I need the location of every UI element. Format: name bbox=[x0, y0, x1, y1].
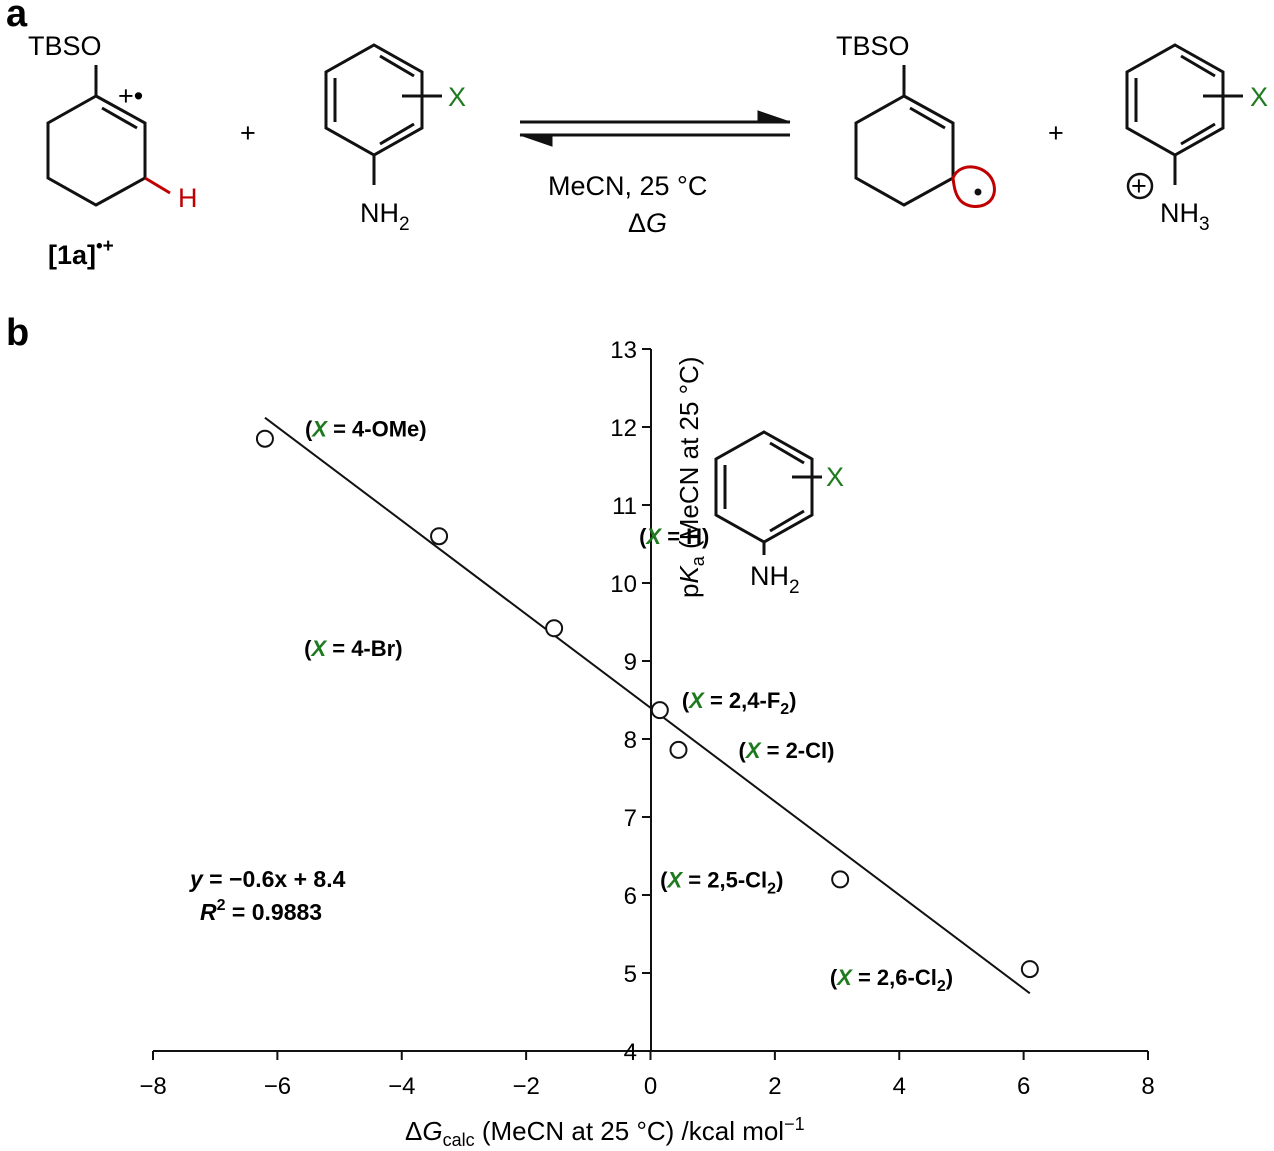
plus-sign-2: + bbox=[1048, 118, 1064, 148]
cyclohexene-radical-cation bbox=[46, 65, 171, 207]
radical-dot bbox=[974, 188, 982, 196]
compound-1a-label: [1a]•+ bbox=[48, 236, 114, 270]
point-label: (X = 4-Br) bbox=[304, 636, 402, 661]
nh2-left: NH2 bbox=[360, 198, 410, 235]
positive-charge-symbol: + bbox=[1131, 171, 1147, 201]
y-tick-label: 13 bbox=[610, 337, 637, 364]
chart-axes bbox=[153, 349, 1148, 1052]
point-label: (X = 2,4-F2) bbox=[682, 688, 797, 718]
data-point bbox=[831, 870, 850, 889]
x-tick-label: −6 bbox=[264, 1073, 291, 1100]
point-label: (X = 2,6-Cl2) bbox=[830, 965, 953, 995]
data-point bbox=[255, 429, 274, 448]
y-tick-label: 6 bbox=[624, 883, 637, 910]
inset-nh2: NH2 bbox=[750, 561, 800, 598]
x-tick-label: −2 bbox=[512, 1073, 539, 1100]
cyclohexenyl-radical bbox=[854, 65, 996, 208]
data-point bbox=[1020, 960, 1039, 979]
tbso-right: TBSO bbox=[836, 31, 910, 61]
fit-line-group bbox=[264, 416, 1031, 995]
plus-sign-1: + bbox=[240, 118, 256, 148]
y-tick-label: 4 bbox=[624, 1039, 637, 1066]
y-tick-label: 7 bbox=[624, 805, 637, 832]
x-tick-label: 2 bbox=[768, 1073, 781, 1100]
inset-x-substituent: X bbox=[826, 462, 844, 492]
panel-b-letter: b bbox=[6, 312, 29, 354]
fit-equation: y = −0.6x + 8.4 bbox=[189, 866, 346, 892]
y-axis-label: pKa (MeCN at 25 °C) bbox=[674, 357, 708, 599]
point-label: (X = 2,5-Cl2) bbox=[660, 867, 783, 897]
y-tick-label: 12 bbox=[610, 415, 637, 442]
radical-cation-symbol: +• bbox=[118, 81, 143, 111]
x-axis-label: ΔGcalc (MeCN at 25 °C) /kcal mol−1 bbox=[405, 1114, 805, 1150]
y-tick-label: 5 bbox=[624, 961, 637, 988]
x-substituent-left: X bbox=[448, 82, 466, 112]
x-tick-label: −4 bbox=[388, 1073, 415, 1100]
aniline-left bbox=[324, 43, 442, 185]
data-point bbox=[650, 701, 669, 720]
nh3-right: NH3 bbox=[1160, 198, 1210, 235]
x-tick-label: −8 bbox=[139, 1073, 166, 1100]
data-point bbox=[669, 740, 688, 759]
fit-line bbox=[264, 416, 1031, 995]
inset-aniline bbox=[714, 430, 822, 555]
x-tick-label: 4 bbox=[893, 1073, 906, 1100]
point-label: (X = 4-OMe) bbox=[305, 417, 427, 442]
data-point bbox=[545, 619, 564, 638]
panel-a-letter: a bbox=[6, 0, 28, 35]
x-tick-label: 8 bbox=[1141, 1073, 1154, 1100]
x-tick-label: 0 bbox=[644, 1073, 657, 1100]
anilinium-right bbox=[1125, 43, 1243, 200]
y-tick-label: 8 bbox=[624, 727, 637, 754]
r-squared-value: R2 = 0.9883 bbox=[200, 897, 322, 925]
equilibrium-arrows bbox=[519, 110, 791, 147]
delta-g-label: ΔG bbox=[628, 208, 667, 238]
reaction-conditions: MeCN, 25 °C bbox=[548, 171, 707, 201]
chart-ticks: −8 −6 −4 −2 0 2 4 6 8 4 5 6 7 8 9 10 11 12 13 bbox=[139, 337, 1154, 1100]
x-substituent-right: X bbox=[1250, 82, 1268, 112]
x-tick-label: 6 bbox=[1017, 1073, 1030, 1100]
y-tick-label: 11 bbox=[612, 493, 637, 520]
y-tick-label: 9 bbox=[624, 649, 637, 676]
data-points-group bbox=[255, 429, 1039, 979]
point-labels-group: (X = 4-OMe) (X = H) (X = 4-Br) (X = 2,4-F2)… bbox=[304, 417, 953, 995]
data-point bbox=[430, 527, 449, 546]
y-tick-label: 10 bbox=[610, 571, 637, 598]
tbso-left: TBSO bbox=[28, 31, 102, 61]
point-label: (X = 2-Cl) bbox=[738, 738, 834, 763]
h-atom-label: H bbox=[178, 183, 198, 213]
point-label: (X = H) bbox=[639, 524, 709, 549]
